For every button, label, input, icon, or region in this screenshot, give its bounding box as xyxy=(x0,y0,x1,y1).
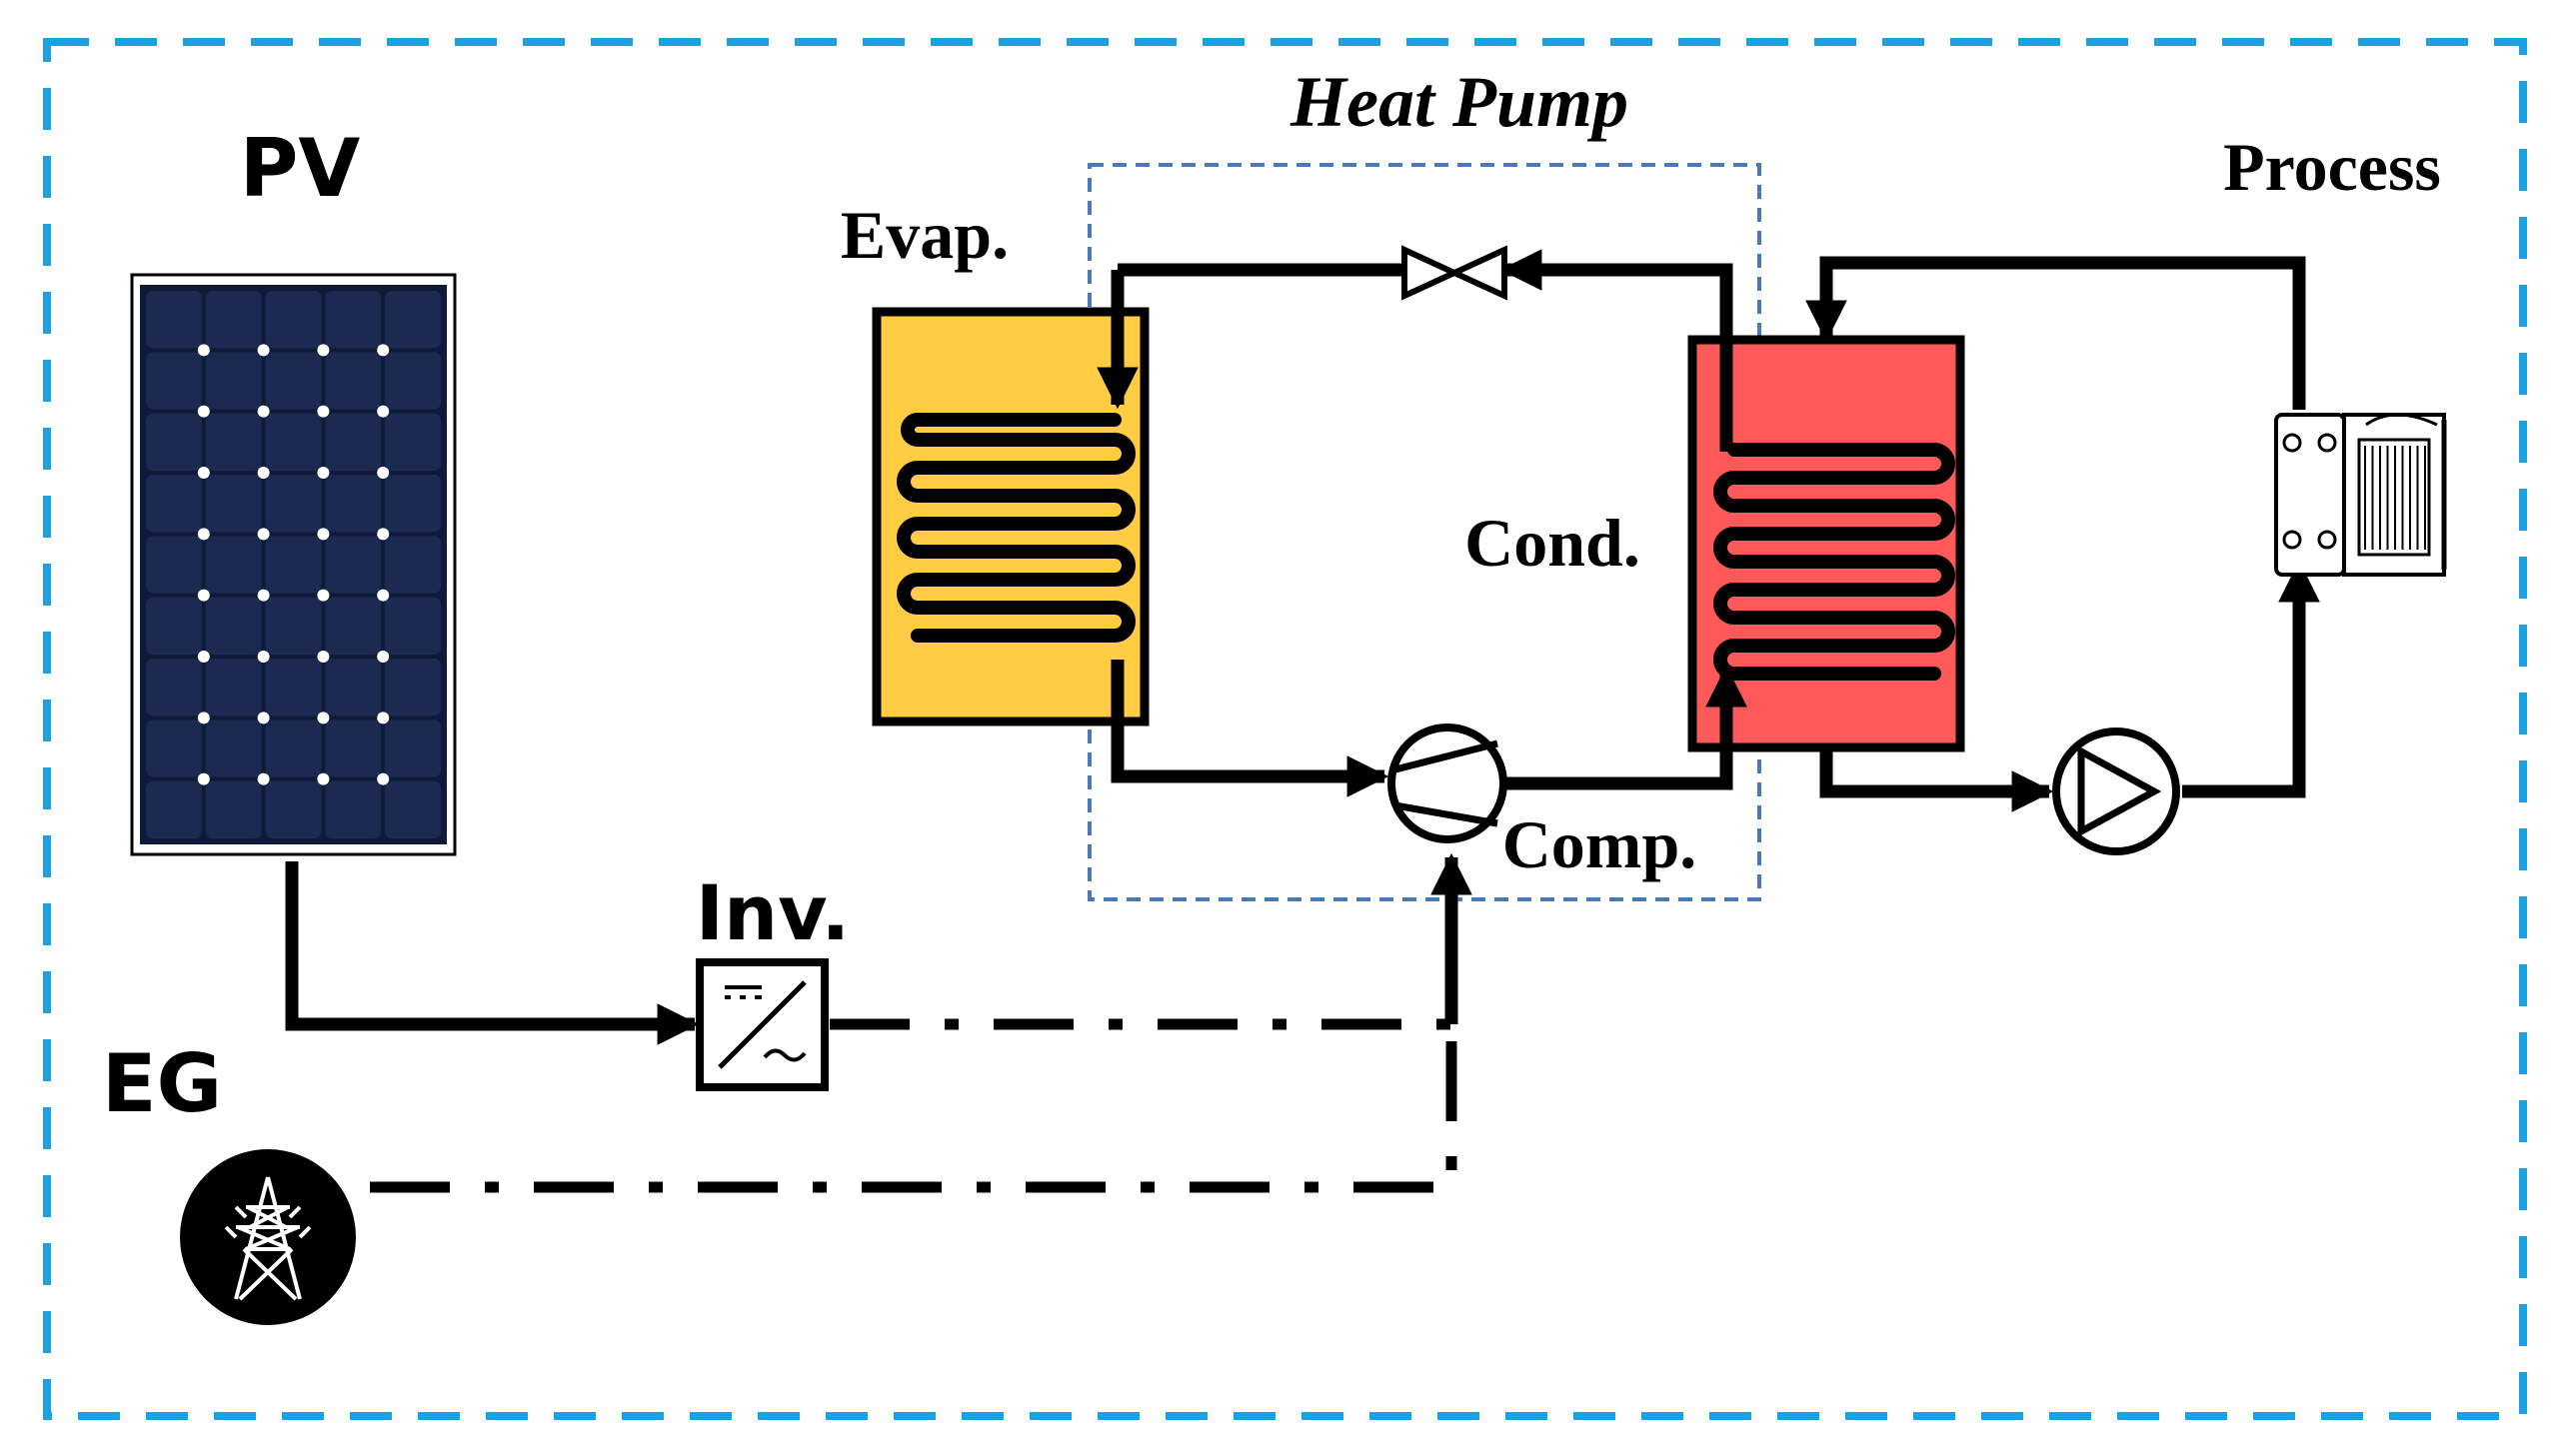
condenser-label: Cond. xyxy=(1464,505,1640,581)
pv-cell xyxy=(265,475,322,533)
pv-cell-junction xyxy=(197,712,210,725)
pv-cell xyxy=(205,352,262,410)
pv-cell-junction xyxy=(377,772,390,785)
pv-cell-junction xyxy=(377,467,390,479)
pv-cell xyxy=(146,475,202,533)
evaporator xyxy=(872,307,1150,727)
dc-ac-inverter-icon xyxy=(696,958,829,1091)
pv-cell xyxy=(265,720,322,777)
pv-cell-junction xyxy=(377,405,390,418)
pv-cell-junction xyxy=(317,651,330,663)
pv-cell-junction xyxy=(197,651,210,663)
pv-cell xyxy=(385,597,441,655)
pv-cell-junction xyxy=(317,344,330,357)
pv-cell xyxy=(325,659,382,717)
transmission-tower-icon xyxy=(180,1149,356,1325)
heat-pump-title: Heat Pump xyxy=(1289,62,1628,142)
pv-cell-junction xyxy=(257,589,270,602)
pv-cell xyxy=(146,352,202,410)
pv-cell xyxy=(385,536,441,594)
expansion-valve-icon xyxy=(1401,245,1507,301)
pv-cell xyxy=(325,413,382,471)
pv-cell xyxy=(265,659,322,717)
pv-cell xyxy=(385,352,441,410)
pv-cell xyxy=(385,780,441,838)
compressor-icon xyxy=(1387,724,1507,843)
pv-cell xyxy=(146,413,202,471)
pv-cell xyxy=(146,536,202,594)
pv-cell xyxy=(205,291,262,349)
pv-cell-junction xyxy=(317,467,330,479)
refrigerant-loop xyxy=(1097,249,1747,797)
pv-cell xyxy=(325,536,382,594)
pv-cell xyxy=(205,597,262,655)
pv-cell xyxy=(385,475,441,533)
pv-cell xyxy=(265,352,322,410)
pv-cell xyxy=(146,291,202,349)
pv-cell xyxy=(146,597,202,655)
pv-cell xyxy=(205,720,262,777)
pv-cell xyxy=(146,780,202,838)
pv-cell-junction xyxy=(197,467,210,479)
compressor-label: Comp. xyxy=(1502,806,1697,882)
pv-cell-junction xyxy=(377,589,390,602)
process-loop xyxy=(1805,256,2320,812)
pv-cell xyxy=(265,780,322,838)
pv-cell xyxy=(325,352,382,410)
pv-cell xyxy=(385,720,441,777)
pv-cell xyxy=(205,475,262,533)
pv-cell-junction xyxy=(377,651,390,663)
pv-cell xyxy=(325,475,382,533)
inverter-label: Inv. xyxy=(696,868,851,957)
pv-cell-junction xyxy=(257,467,270,479)
pv-cell xyxy=(265,413,322,471)
pv-cell xyxy=(325,780,382,838)
pv-cell-junction xyxy=(317,528,330,541)
pv-cell xyxy=(205,413,262,471)
pv-cell xyxy=(385,291,441,349)
pv-cell xyxy=(265,597,322,655)
pv-cell-junction xyxy=(257,528,270,541)
evaporator-label: Evap. xyxy=(841,197,1009,273)
plate-heat-exchanger-icon xyxy=(2274,413,2447,577)
system-boundary xyxy=(43,38,2527,1420)
pv-cell-junction xyxy=(377,712,390,725)
pv-cell xyxy=(325,291,382,349)
pv-cell xyxy=(205,659,262,717)
pv-cell xyxy=(385,413,441,471)
pv-cell-junction xyxy=(317,589,330,602)
solar-panel-icon xyxy=(130,273,457,856)
pv-cell-junction xyxy=(257,772,270,785)
pv-cell-junction xyxy=(317,405,330,418)
pv-cell-junction xyxy=(317,772,330,785)
pv-cell xyxy=(325,597,382,655)
pv-cell xyxy=(385,659,441,717)
pv-cell xyxy=(146,720,202,777)
pv-cell-junction xyxy=(377,344,390,357)
pv-cell xyxy=(146,659,202,717)
pv-cell-junction xyxy=(377,528,390,541)
pv-cell-junction xyxy=(317,712,330,725)
pv-cell-junction xyxy=(197,772,210,785)
pv-cell-junction xyxy=(197,344,210,357)
pv-cell-junction xyxy=(257,344,270,357)
electrical-connections xyxy=(285,852,1472,1193)
pv-cell xyxy=(205,536,262,594)
pv-cell-junction xyxy=(197,589,210,602)
pv-label: PV xyxy=(240,122,361,215)
pv-cell xyxy=(325,720,382,777)
pv-cell xyxy=(205,780,262,838)
pv-cell-junction xyxy=(257,405,270,418)
pv-cell-junction xyxy=(197,528,210,541)
pv-cell-junction xyxy=(197,405,210,418)
pv-cell xyxy=(265,536,322,594)
pump-icon xyxy=(2052,728,2180,855)
pv-cell xyxy=(265,291,322,349)
pv-cell-junction xyxy=(257,712,270,725)
electric-grid-label: EG xyxy=(102,1037,222,1130)
pv-cell-junction xyxy=(257,651,270,663)
process-label: Process xyxy=(2223,129,2441,205)
